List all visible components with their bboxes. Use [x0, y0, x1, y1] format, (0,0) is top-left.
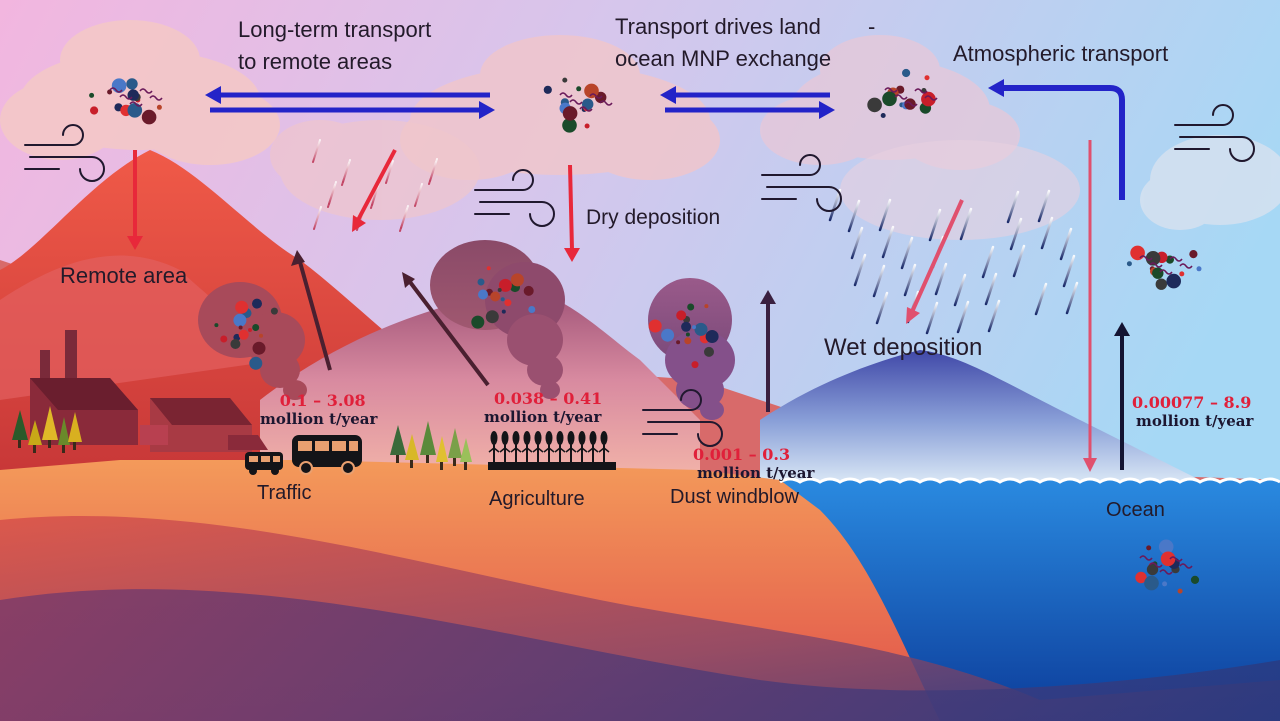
flux-ocean-value: 0.00077 – 8.9	[1132, 393, 1252, 412]
plume-particles	[214, 298, 278, 370]
flux-dust-value: 0.001 – 0.3	[693, 445, 791, 464]
bus-icon	[292, 435, 362, 475]
land-band-dark	[0, 589, 1280, 721]
microplastic-particles	[89, 68, 1202, 594]
particle-cluster	[89, 78, 163, 125]
wet-deposition-arrow	[906, 199, 964, 324]
flux-agriculture: 0.038 – 0.41 mollion t/year	[484, 389, 603, 427]
particle-cluster	[1126, 245, 1202, 290]
ocean-deposition-arrow	[1083, 140, 1097, 472]
flux-ocean: 0.00077 – 8.9 mollion t/year	[1132, 393, 1254, 431]
trees-left	[12, 406, 82, 453]
particle-cluster	[543, 77, 613, 133]
agriculture-plume	[430, 240, 565, 399]
label-traffic: Traffic	[257, 482, 312, 504]
dust-emission-arrow	[760, 290, 776, 412]
ocean-emission-arrow	[1114, 322, 1130, 470]
cloud-rain	[840, 140, 1080, 240]
pink-mountain	[260, 290, 700, 470]
plume-particles	[648, 303, 719, 369]
rain	[312, 139, 1079, 335]
label-dust-windblow: Dust windblow	[670, 486, 799, 508]
factory	[30, 330, 268, 452]
label-dry-deposition: Dry deposition	[586, 206, 721, 229]
label-ocean: Ocean	[1106, 499, 1165, 521]
label-to-remote-areas: to remote areas	[238, 49, 393, 74]
label-long-term-transport: Long-term transport	[238, 17, 432, 42]
label-transport-drives-land: Transport drives land	[615, 14, 821, 39]
label-exchange-dash: -	[868, 14, 876, 39]
traffic-emission-arrow	[291, 250, 332, 371]
flux-dust: 0.001 – 0.3 mollion t/year	[693, 445, 815, 483]
flux-agriculture-value: 0.038 – 0.41	[494, 389, 603, 408]
van-icon	[245, 452, 283, 475]
crops-icon	[488, 431, 616, 470]
particle-cluster	[1135, 539, 1200, 594]
flux-traffic: 0.1 – 3.08 mollion t/year	[260, 391, 377, 429]
trees-center	[390, 421, 472, 470]
label-remote-area: Remote area	[60, 263, 188, 288]
particle-cluster	[867, 68, 938, 118]
label-agriculture: Agriculture	[489, 488, 585, 510]
label-wet-deposition: Wet deposition	[824, 334, 983, 361]
plume-particles	[471, 266, 536, 329]
atmospheric-transport-arrow	[988, 79, 1125, 200]
flux-ocean-unit: mollion t/year	[1136, 412, 1254, 430]
ocean-body	[780, 480, 1280, 721]
label-ocean-mnp-exchange: ocean MNP exchange	[615, 46, 832, 71]
dry-deposition-arrows	[127, 149, 580, 262]
cloud-far-right	[1140, 135, 1280, 230]
wind-icons	[24, 104, 1255, 447]
ocean-waves	[779, 477, 1280, 484]
flux-dust-unit: mollion t/year	[697, 464, 815, 482]
flux-agriculture-unit: mollion t/year	[484, 408, 602, 426]
label-atmospheric-transport: Atmospheric transport	[953, 41, 1169, 66]
land-ocean-exchange-arrows	[660, 86, 835, 119]
long-term-transport-arrows	[205, 86, 495, 119]
agriculture-emission-arrow	[402, 272, 490, 387]
flux-traffic-value: 0.1 – 3.08	[279, 391, 366, 410]
flux-traffic-unit: mollion t/year	[260, 410, 378, 428]
